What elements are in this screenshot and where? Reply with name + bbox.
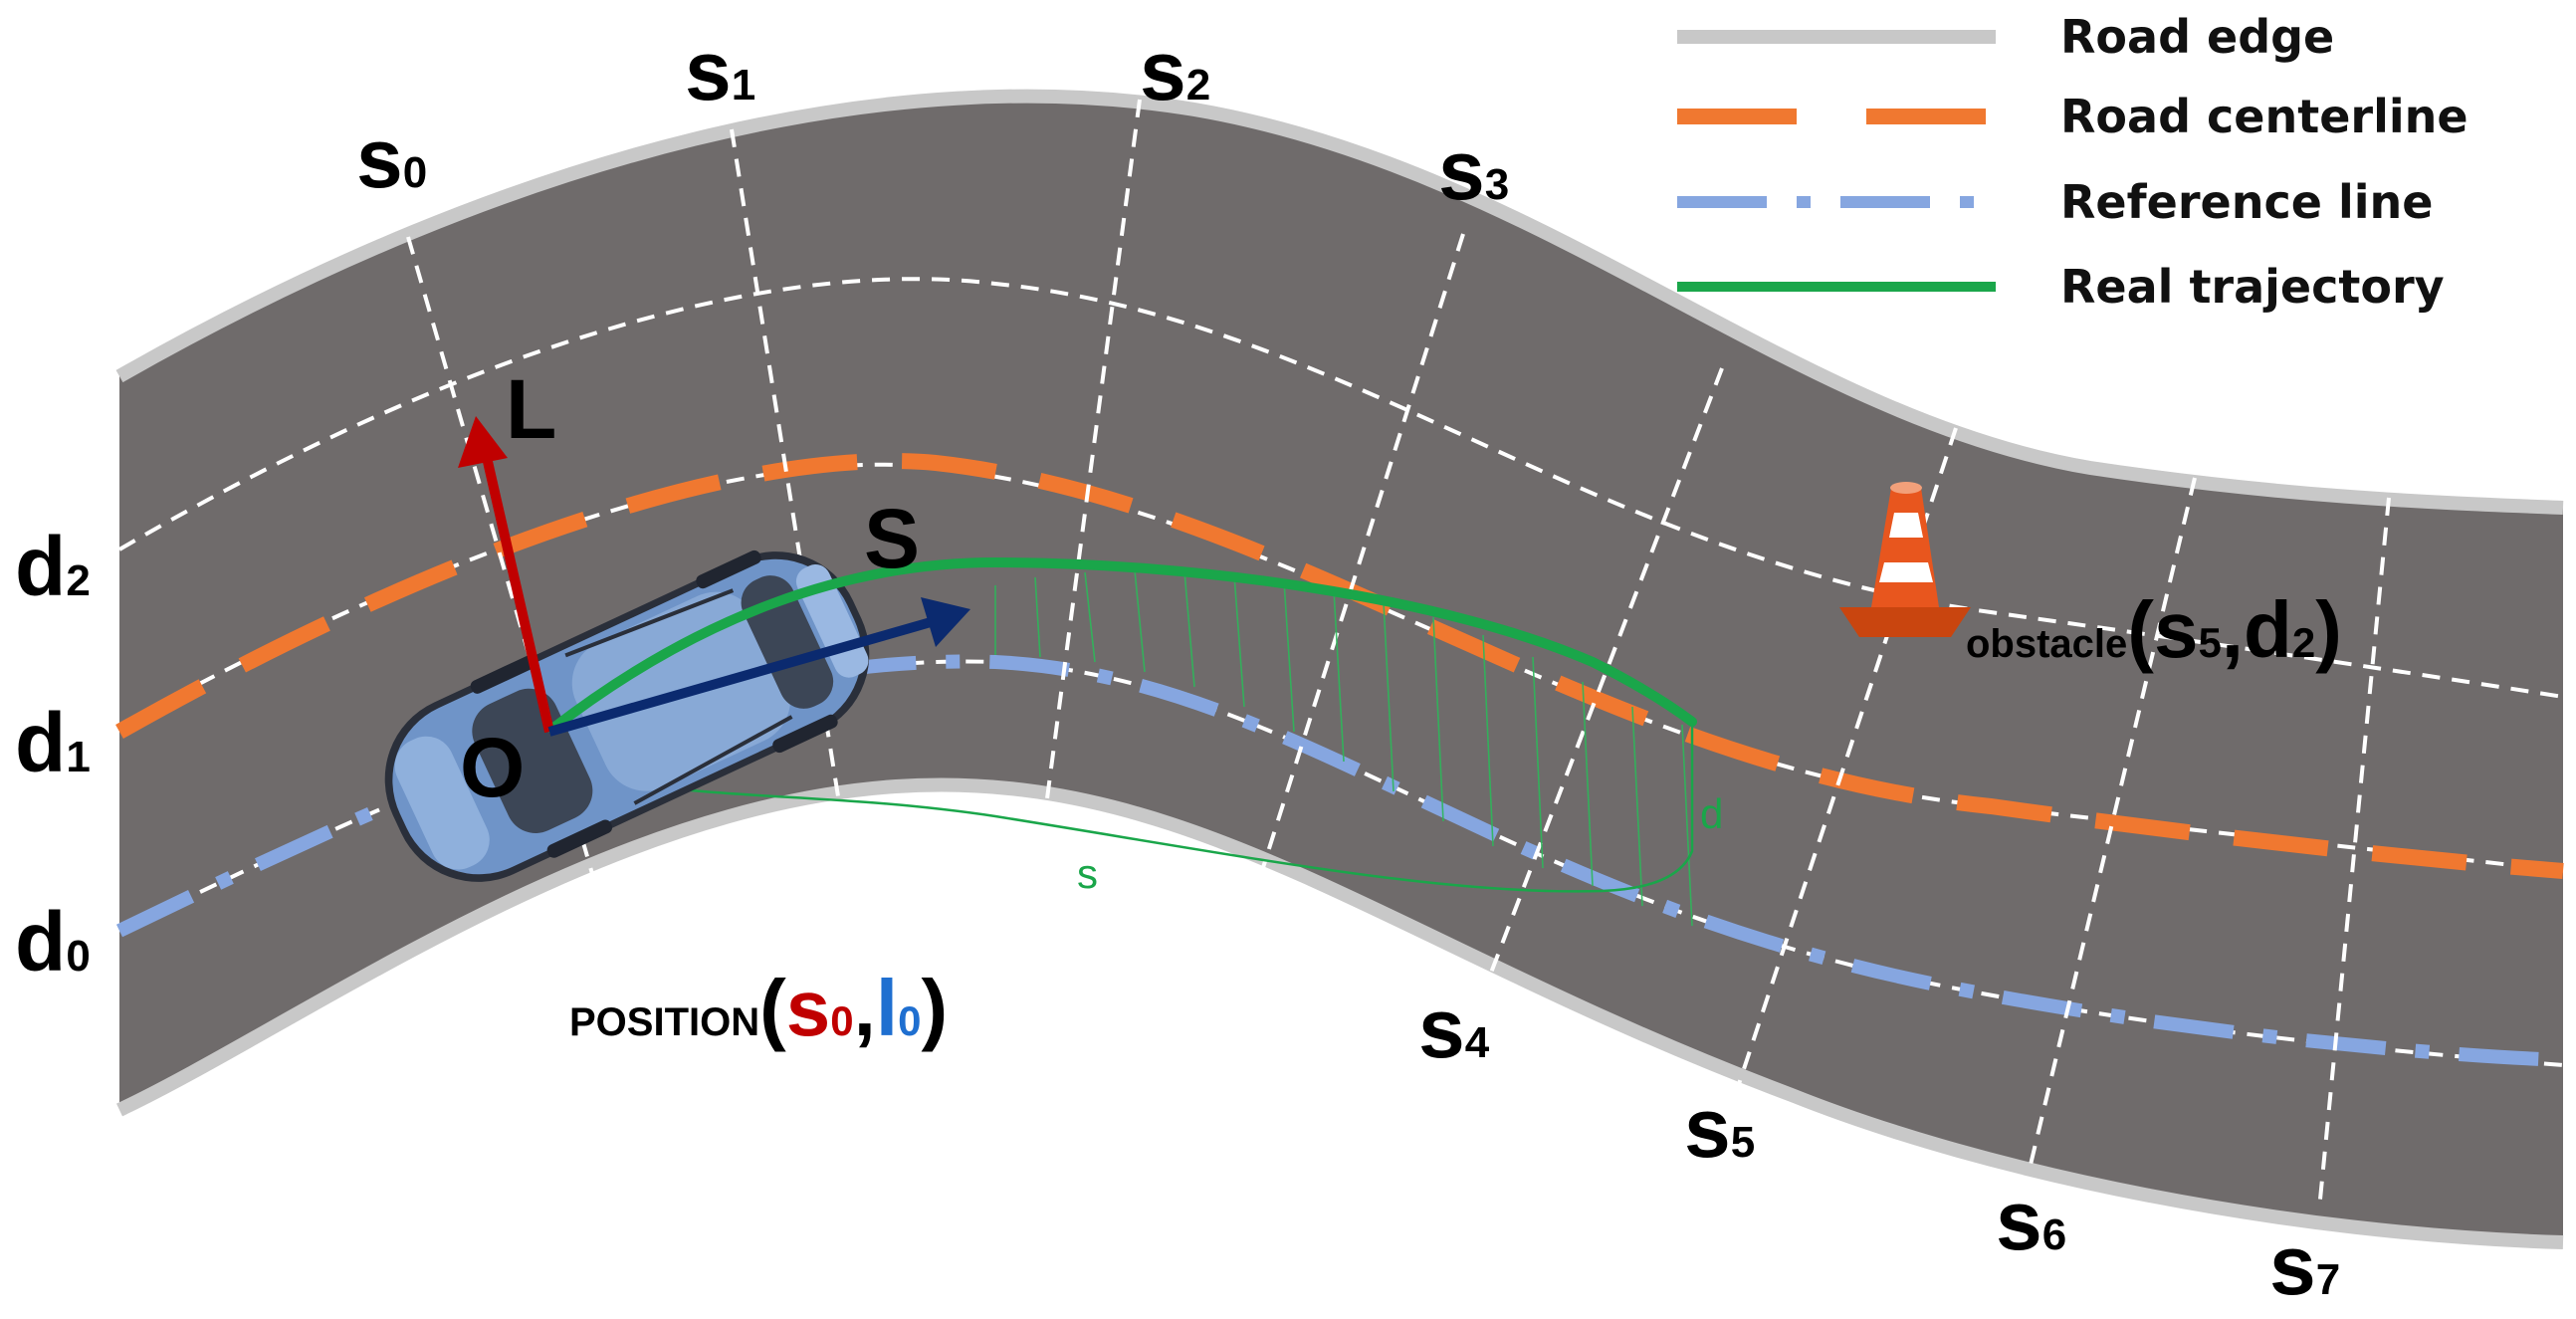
label-arc-length-s: s (1077, 850, 1098, 897)
station-line-s2 (1038, 99, 1142, 852)
real-trajectory (547, 556, 1697, 734)
station-line-s0 (406, 236, 599, 892)
l-axis-arrow (481, 451, 554, 734)
label-d1: d1 (15, 696, 91, 789)
legend-label-road-centerline: Road centerline (2060, 90, 2469, 143)
traffic-cone-icon (1839, 482, 1971, 637)
label-s4: s4 (1418, 982, 1490, 1075)
label-origin-O: O (460, 721, 525, 814)
legend-label-reference-line: Reference line (2060, 175, 2433, 229)
label-d0: d0 (15, 895, 91, 989)
road-edge-top (115, 89, 2564, 515)
legend-label-road-edge: Road edge (2060, 10, 2334, 64)
legend: Road edge Road centerline Reference line… (1677, 10, 2469, 314)
s-axis-arrow (547, 617, 933, 737)
label-axis-S: S (864, 492, 920, 585)
label-s2: s2 (1140, 24, 1210, 117)
arc-length-curve (556, 727, 1694, 893)
l-axis-arrowhead (458, 416, 508, 468)
frenet-axes (458, 416, 970, 737)
label-s5: s5 (1684, 1081, 1755, 1175)
road-edge-bottom (116, 777, 2564, 1249)
projection-hatch (994, 569, 1693, 927)
label-s3: s3 (1438, 123, 1509, 217)
station-line-s3 (1252, 233, 1465, 897)
label-s7: s7 (2269, 1218, 2340, 1312)
obstacle-label: obstacle(s5,d2) (1966, 585, 2342, 674)
label-s6: s6 (1996, 1174, 2066, 1267)
lateral-labels: d2 d1 d0 (15, 520, 91, 989)
station-line-s4 (1486, 367, 1724, 982)
lateral-line-d2 (117, 277, 2564, 699)
position-label: POSITION(s0,l0) (569, 964, 948, 1052)
station-labels: s0 s1 s2 s3 s4 s5 s6 s7 (356, 24, 2340, 1312)
label-s0: s0 (356, 111, 427, 205)
road-surface (119, 96, 2563, 1243)
label-d2: d2 (15, 520, 91, 613)
legend-label-real-trajectory: Real trajectory (2060, 260, 2445, 314)
label-lateral-d: d (1700, 790, 1723, 837)
reference-line (115, 654, 2564, 1067)
road (115, 89, 2564, 1249)
station-line-s5 (1735, 427, 1958, 1091)
label-s1: s1 (685, 24, 755, 117)
s-axis-arrowhead (921, 597, 970, 647)
label-axis-L: L (506, 362, 556, 456)
